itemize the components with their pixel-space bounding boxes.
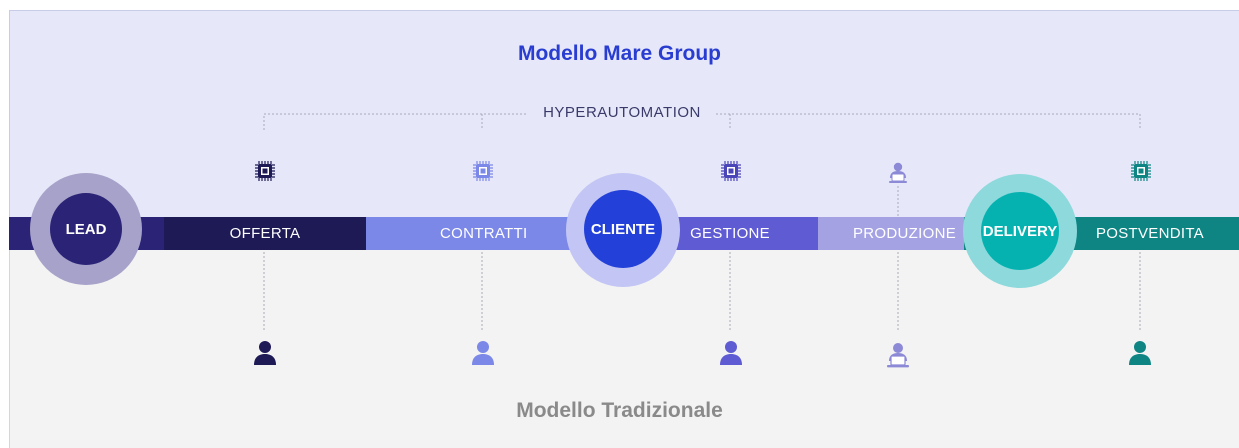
- chip-icon: [255, 161, 275, 181]
- stage-produzione-label: PRODUZIONE: [853, 225, 957, 242]
- cliente-label: CLIENTE: [590, 220, 656, 238]
- chip-icon: [721, 161, 741, 181]
- chip-icon: [1131, 161, 1151, 181]
- lead-label: LEAD: [65, 220, 107, 238]
- lead-milestone: LEAD: [50, 193, 122, 265]
- delivery-label: DELIVERY: [982, 222, 1058, 240]
- stage-offerta-label: OFFERTA: [229, 225, 301, 242]
- stage-postvendita-label: POSTVENDITA: [1095, 225, 1204, 242]
- mare-group-title: Modello Mare Group: [517, 42, 721, 65]
- stage-gestione-label: GESTIONE: [690, 225, 770, 242]
- person-icon: [472, 341, 494, 365]
- person-icon: [254, 341, 276, 365]
- user-laptop-icon: [889, 162, 907, 183]
- stage-contratti: CONTRATTI: [366, 217, 578, 250]
- stage-produzione: PRODUZIONE: [818, 217, 964, 250]
- chip-icon: [473, 161, 493, 181]
- delivery-milestone: DELIVERY: [981, 192, 1059, 270]
- traditional-title: Modello Tradizionale: [516, 399, 723, 422]
- stage-offerta: OFFERTA: [164, 217, 366, 250]
- person-icon: [1129, 341, 1151, 365]
- person-icon: [720, 341, 742, 365]
- user-laptop-icon: [887, 343, 909, 368]
- stage-contratti-label: CONTRATTI: [440, 225, 528, 242]
- cliente-milestone: CLIENTE: [584, 190, 662, 268]
- hyperautomation-label: HYPERAUTOMATION: [528, 104, 716, 121]
